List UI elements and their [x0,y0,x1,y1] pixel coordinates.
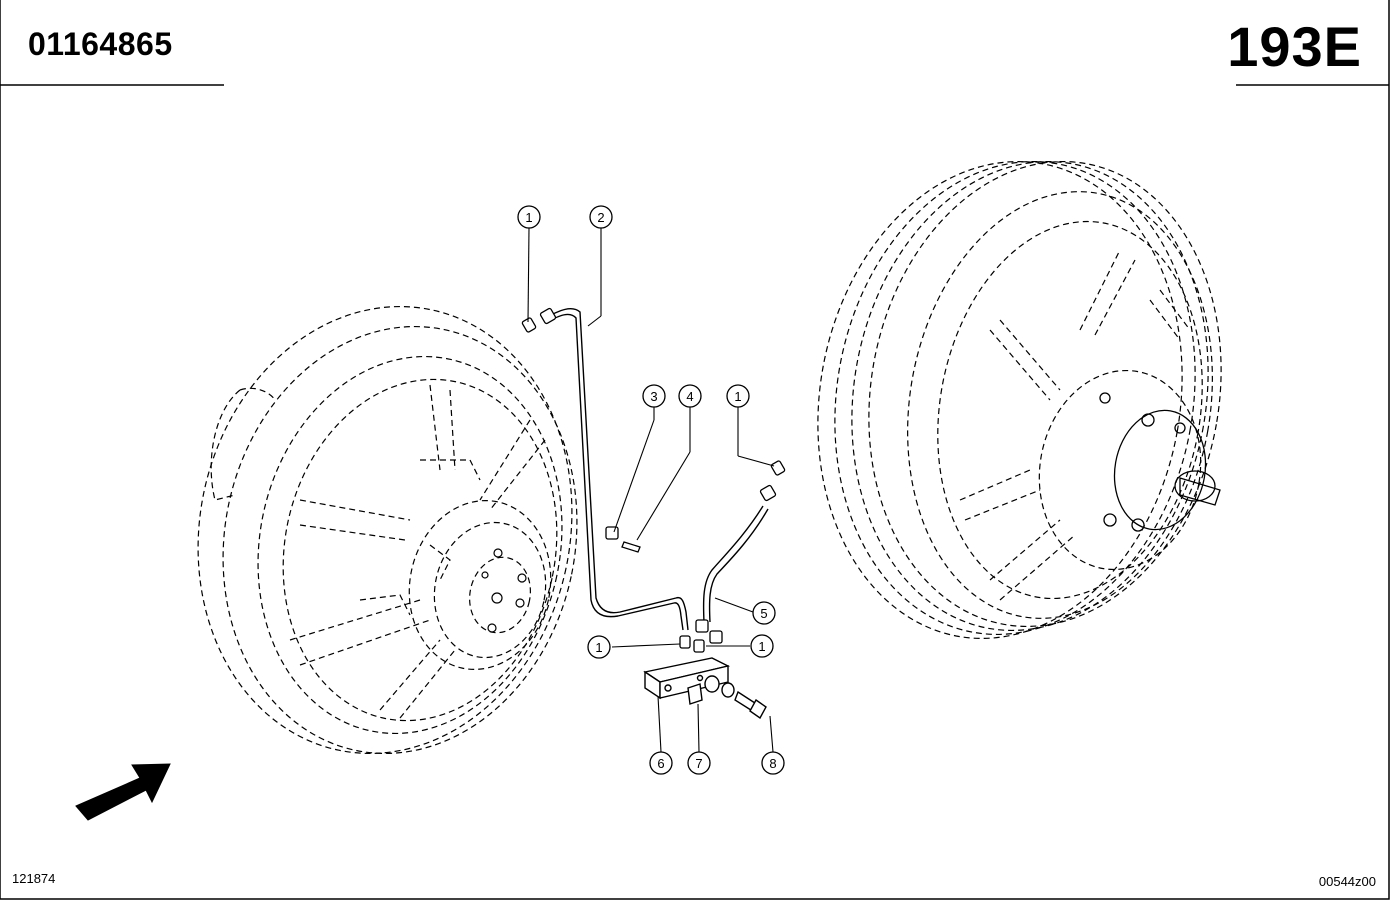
drawing-id-right: 00544z00 [1318,874,1376,889]
part-number: 01164865 [28,26,173,62]
callout-label: 8 [769,756,776,771]
callout-1-block-right: 1 [750,634,774,658]
page-code: 193E [1227,15,1362,78]
callout-2: 2 [589,205,613,229]
brake-line-2 [544,308,689,631]
left-hub-bolts [481,548,527,633]
callout-4: 4 [678,384,702,408]
callout-5: 5 [752,601,776,625]
callout-label: 7 [695,756,702,771]
fasteners [687,675,767,720]
fittings [521,307,786,653]
callout-label: 1 [595,640,602,655]
leader-lines [527,227,775,753]
callout-7: 7 [687,751,711,775]
callout-6: 6 [649,751,673,775]
callout-1-right: 1 [726,384,750,408]
callout-label: 3 [650,389,657,404]
callout-8: 8 [761,751,785,775]
callout-3: 3 [642,384,666,408]
callout-label: 1 [758,639,765,654]
callout-label: 5 [760,606,767,621]
left-wheel [197,305,578,755]
callout-label: 2 [597,210,604,225]
callout-label: 1 [734,389,741,404]
right-wheel [817,160,1222,640]
arrow-icon [75,763,171,821]
callout-label: 6 [657,756,664,771]
brake-line-5 [702,505,769,623]
callout-label: 4 [686,389,693,404]
callout-label: 1 [525,210,532,225]
right-hub [1099,392,1221,532]
drawing-id-left: 121874 [12,871,56,886]
callout-1-top: 1 [517,205,541,229]
callout-1-block-left: 1 [587,635,611,659]
distribution-block [643,657,731,700]
